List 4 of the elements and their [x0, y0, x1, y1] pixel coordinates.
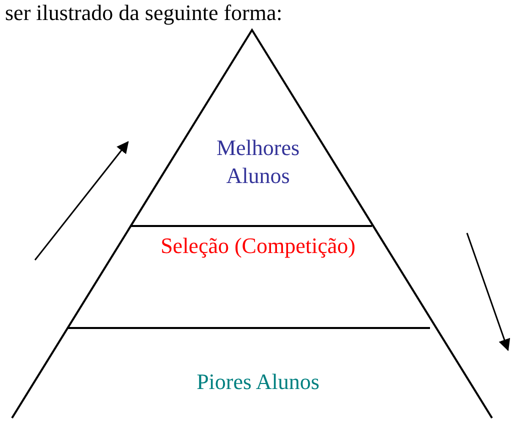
tier-label: Piores Alunos [138, 368, 378, 396]
tier-label: Melhores Alunos [183, 134, 333, 190]
tier-label: Seleção (Competição) [158, 232, 358, 260]
intro-text: ser ilustrado da seguinte forma: [5, 0, 282, 26]
